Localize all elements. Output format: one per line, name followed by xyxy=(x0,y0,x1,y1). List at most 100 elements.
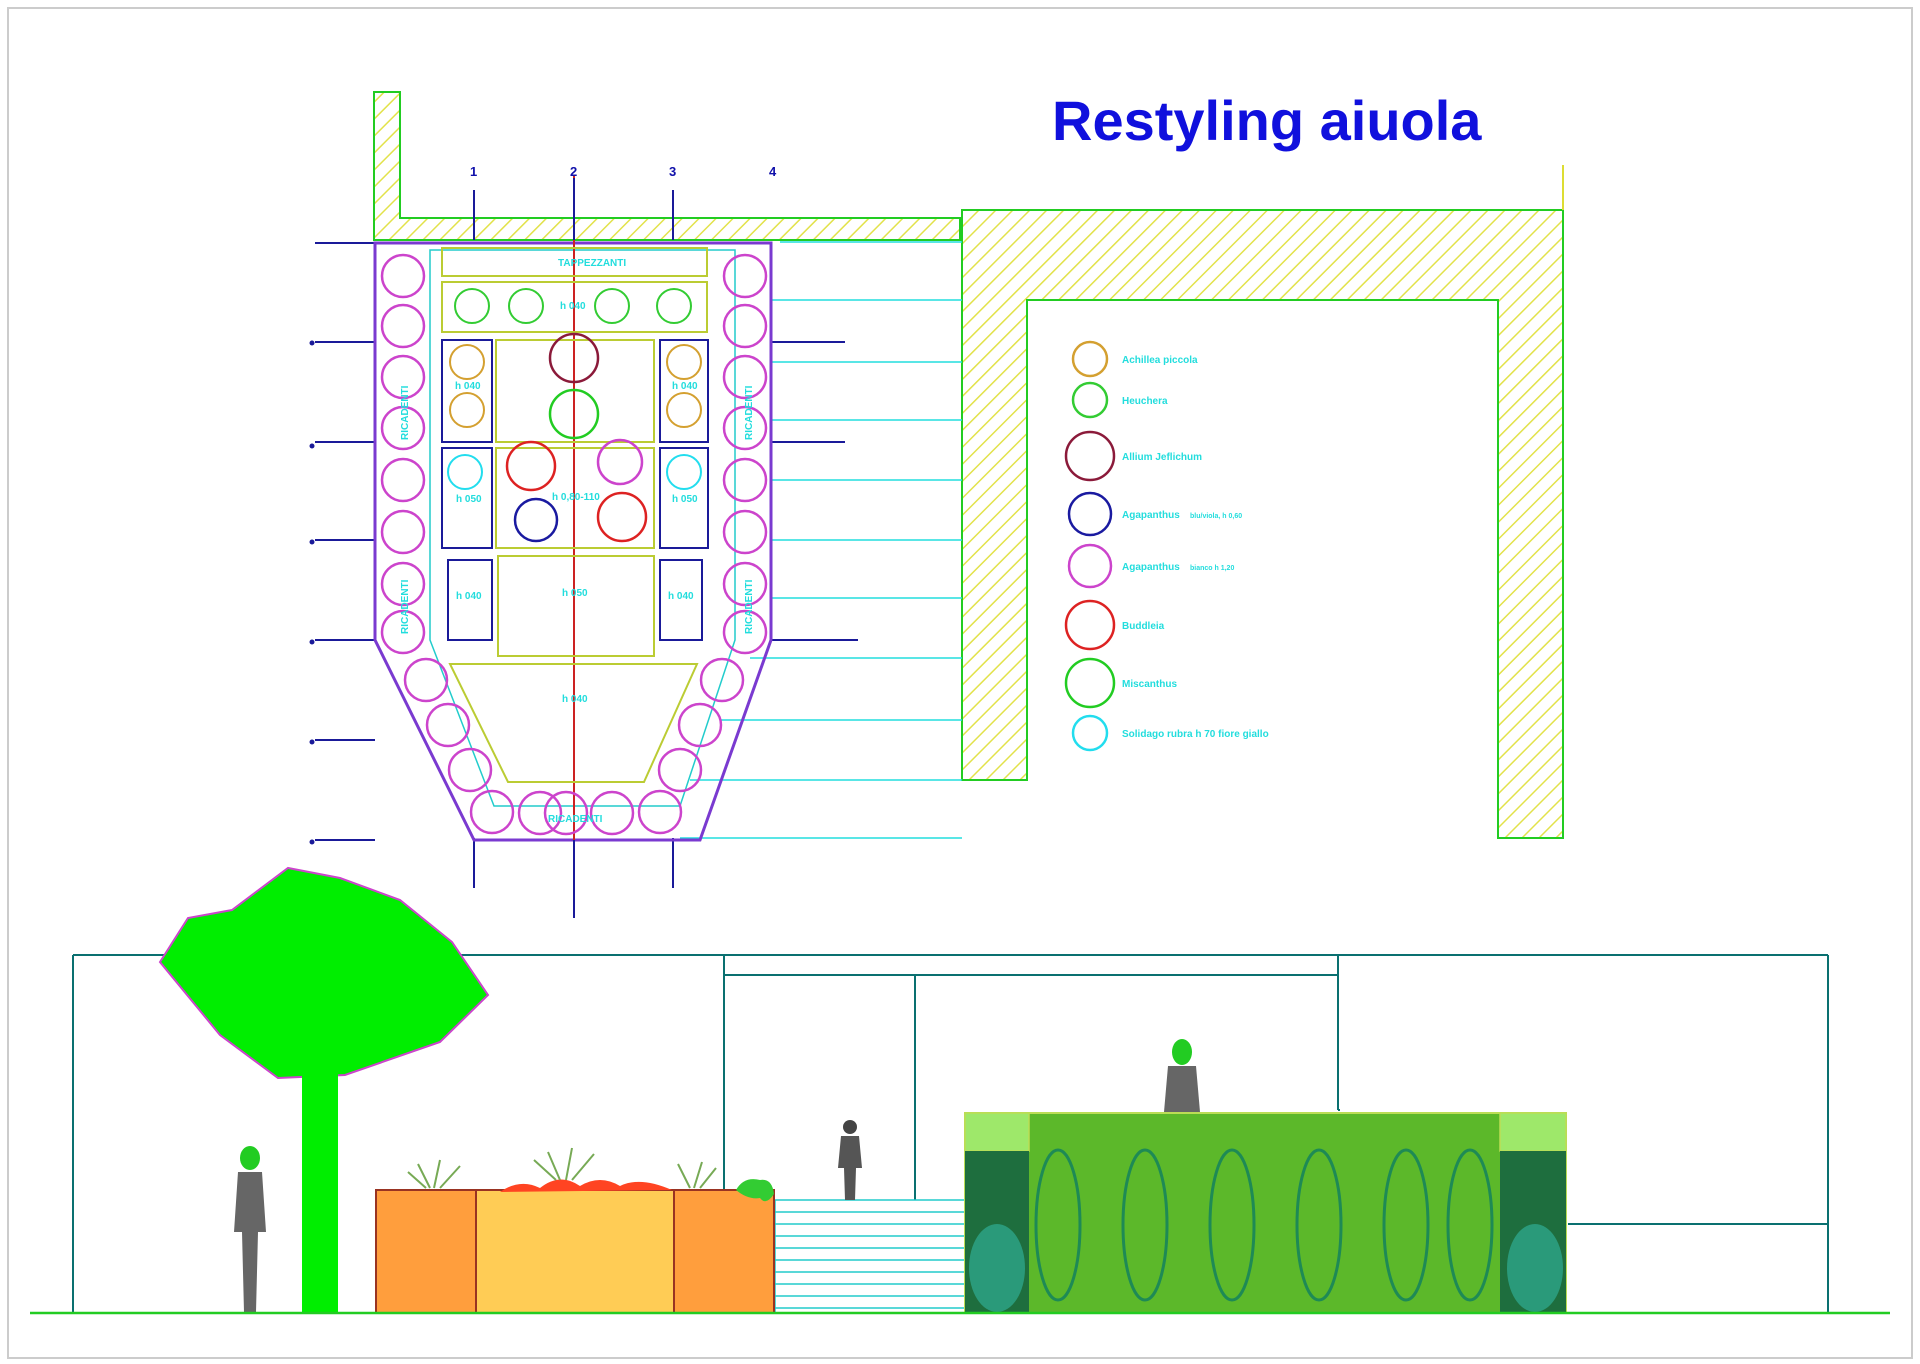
person-figure-center xyxy=(838,1120,862,1200)
zone-bottom-trapezoid xyxy=(448,663,699,783)
axis-number-3: 3 xyxy=(669,164,676,179)
zone-label-top-strip: TAPPEZZANTI xyxy=(558,258,626,269)
legend-item: Miscanthus xyxy=(1064,657,1177,709)
axis-number-4: 4 xyxy=(769,164,777,179)
planter xyxy=(375,1147,775,1314)
hedge-side-shrub xyxy=(969,1224,1025,1312)
legend-label: Agapanthus xyxy=(1122,510,1180,521)
staircase xyxy=(774,1199,965,1313)
axis-number-1: 1 xyxy=(470,164,477,179)
section-ticks xyxy=(315,190,858,888)
buddleia-plant xyxy=(505,440,557,492)
zone-top-strip xyxy=(441,247,708,277)
heuchera-row-plants xyxy=(454,288,692,324)
zone-label-bottom: h 040 xyxy=(562,694,588,705)
zone-label-h-upper: h 040 xyxy=(560,301,586,312)
legend-label: Allium Jeflichum xyxy=(1122,452,1202,463)
zone-center-low-box xyxy=(497,555,655,657)
zone-left-low-box xyxy=(447,559,493,641)
legend-sublabel: bianco h 1,20 xyxy=(1190,565,1234,572)
legend-item: Buddleia xyxy=(1064,599,1165,651)
legend-swatch xyxy=(1067,543,1113,589)
legend-item: Agapanthus bianco h 1,20 xyxy=(1067,543,1234,589)
zone-label-right-mid: h 050 xyxy=(672,494,698,505)
achillea-plant xyxy=(666,392,702,428)
section-tick-dots xyxy=(309,340,315,845)
zone-center-top-box xyxy=(495,339,655,443)
zone-right-top-box xyxy=(659,339,709,443)
solidago-plant xyxy=(447,454,483,490)
hatched-wall-left xyxy=(373,91,961,241)
zone-label-right-low: h 040 xyxy=(668,591,694,602)
legend-swatch xyxy=(1071,714,1109,752)
dimension-lines xyxy=(680,241,962,839)
legend-label: Solidago rubra h 70 fiore giallo xyxy=(1122,729,1269,740)
zone-right-low-box xyxy=(659,559,703,641)
zone-right-mid-box xyxy=(659,447,709,549)
agapanthus-white-plant xyxy=(596,438,644,486)
elevation-view xyxy=(30,866,1890,1315)
legend-swatch xyxy=(1064,430,1116,482)
legend-label: Agapanthus xyxy=(1122,562,1180,573)
solidago-plant xyxy=(666,454,702,490)
person-figure-left xyxy=(234,1146,266,1312)
zone-heuchera-row xyxy=(441,281,708,333)
tree-canopy xyxy=(158,866,490,1080)
legend-sublabel: blu/viola, h 0,60 xyxy=(1190,513,1242,520)
page-title: Restyling aiuola xyxy=(1052,89,1482,152)
planter-flowers xyxy=(500,1179,672,1192)
border-agapanthus-ring xyxy=(380,253,768,836)
person-figure-right xyxy=(1164,1039,1200,1112)
legend-label: Buddleia xyxy=(1122,621,1165,632)
legend-label: Heuchera xyxy=(1122,396,1168,407)
agapanthus-blue-plant xyxy=(513,497,559,543)
hatched-wall-u xyxy=(961,209,1564,839)
zone-left-mid-box xyxy=(441,447,493,549)
miscanthus-plant xyxy=(548,388,600,440)
hedge-side-shrub xyxy=(1507,1224,1563,1312)
legend-item: Solidago rubra h 70 fiore giallo xyxy=(1071,714,1269,752)
zone-label-left-low: h 040 xyxy=(456,591,482,602)
legend-item: Heuchera xyxy=(1071,381,1168,419)
legend-swatch xyxy=(1071,381,1109,419)
legend-swatch xyxy=(1064,599,1116,651)
legend-item: Achillea piccola xyxy=(1071,340,1198,378)
zone-left-top-box xyxy=(441,339,493,443)
legend-label: Achillea piccola xyxy=(1122,355,1198,366)
plan-view: 1 2 3 4 TAPPEZZANTI h 040 h 040 h 040 xyxy=(309,91,1564,918)
flowerbed-inner-outline xyxy=(429,249,736,807)
tree-trunk xyxy=(302,1074,338,1314)
zone-label-right-border-lower: RICADENTI xyxy=(744,579,755,634)
hedge-block xyxy=(964,1112,1567,1314)
achillea-plant xyxy=(449,392,485,428)
zone-label-right-top: h 040 xyxy=(672,381,698,392)
buddleia-plant xyxy=(596,491,648,543)
legend-swatch xyxy=(1071,340,1109,378)
zone-label-right-border-upper: RICADENTI xyxy=(744,385,755,440)
zone-label-center-top: h 0,80-110 xyxy=(552,492,600,503)
zone-label-left-border-upper: RICADENTI xyxy=(400,385,411,440)
flowerbed-outline xyxy=(373,241,773,842)
page-frame xyxy=(7,7,1913,1359)
zone-center-mid-box xyxy=(495,447,655,549)
legend-item: Agapanthus blu/viola, h 0,60 xyxy=(1067,491,1242,537)
legend-swatch xyxy=(1067,491,1113,537)
achillea-plant xyxy=(449,344,485,380)
zone-label-left-top: h 040 xyxy=(455,381,481,392)
planter-spillover xyxy=(736,1179,774,1202)
legend-item: Allium Jeflichum xyxy=(1064,430,1202,482)
legend-swatch xyxy=(1064,657,1116,709)
tree-illustration xyxy=(158,866,490,1314)
allium-plant xyxy=(548,332,600,384)
zone-label-left-border-lower: RICADENTI xyxy=(400,579,411,634)
achillea-plant xyxy=(666,344,702,380)
zone-label-left-mid: h 050 xyxy=(456,494,482,505)
zone-label-border-bottom: RICADENTI xyxy=(548,814,603,825)
legend-label: Miscanthus xyxy=(1122,679,1177,690)
planter-grass xyxy=(407,1147,717,1189)
hedge-shrubs xyxy=(1034,1148,1494,1302)
axis-number-2: 2 xyxy=(570,164,577,179)
zone-label-center-mid: h 050 xyxy=(562,588,588,599)
